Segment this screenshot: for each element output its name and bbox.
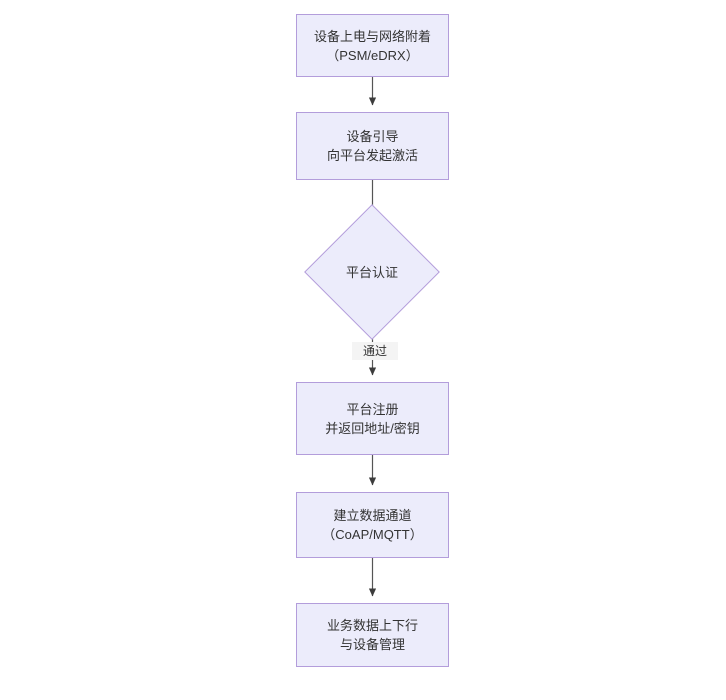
- node-device-power-on[interactable]: 设备上电与网络附着 （PSM/eDRX）: [296, 14, 449, 77]
- node-line-2: （CoAP/MQTT）: [322, 527, 423, 542]
- node-establish-data-channel[interactable]: 建立数据通道 （CoAP/MQTT）: [296, 492, 449, 558]
- node-device-bootstrap[interactable]: 设备引导 向平台发起激活: [296, 112, 449, 180]
- node-platform-register[interactable]: 平台注册 并返回地址/密钥: [296, 382, 449, 455]
- node-line-1: 建立数据通道: [333, 508, 412, 523]
- node-line-2: 向平台发起激活: [326, 148, 418, 163]
- node-line-1: 平台认证: [345, 264, 398, 280]
- node-line-2: （PSM/eDRX）: [326, 47, 419, 63]
- edge-label-pass: 通过: [352, 342, 398, 360]
- node-line-1: 平台注册: [346, 401, 399, 417]
- node-line-1: 业务数据上下行: [326, 618, 418, 633]
- node-line-1: 设备上电与网络附着: [313, 28, 431, 44]
- node-business-data-management[interactable]: 业务数据上下行 与设备管理: [296, 603, 449, 667]
- node-line-2: 并返回地址/密钥: [325, 420, 420, 436]
- node-line-2: 与设备管理: [339, 637, 405, 652]
- node-line-1: 设备引导: [346, 129, 399, 144]
- node-platform-auth-label: 平台认证: [324, 224, 420, 320]
